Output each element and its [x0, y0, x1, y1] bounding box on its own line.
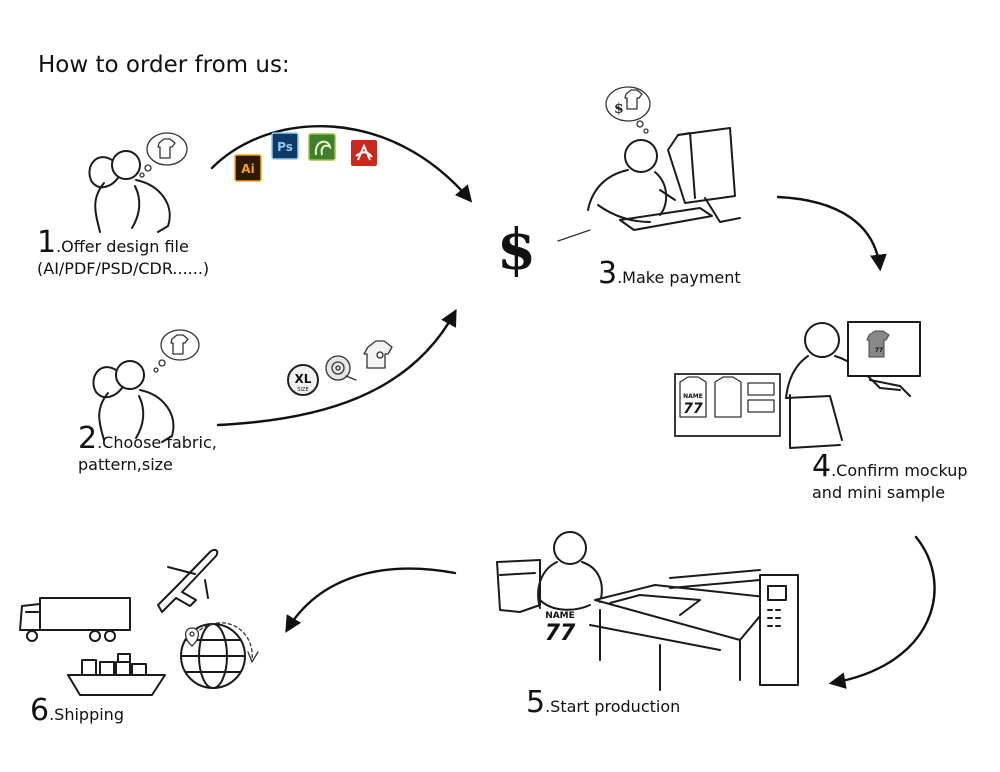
step-1-label: 1.Offer design file (AI/PDF/PSD/CDR.....…	[37, 228, 209, 279]
arrow-step4-to-step5	[828, 535, 936, 689]
step-6-title: .Shipping	[49, 705, 124, 724]
sewing-machine	[496, 559, 541, 613]
svg-text:XL: XL	[295, 372, 312, 386]
psd-file-icon: Ps	[271, 132, 299, 160]
pdf-file-icon	[351, 140, 377, 166]
step-5-number: 5	[526, 685, 546, 720]
airplane-icon	[157, 548, 219, 613]
step-4-number: 4	[812, 449, 832, 484]
step-4-label: 4.Confirm mockup and mini sample	[812, 452, 968, 503]
step-6-label: 6.Shipping	[30, 696, 124, 726]
cdr-file-icon	[308, 133, 336, 161]
page-title: How to order from us:	[38, 52, 290, 78]
connector-dollar-to-desk	[557, 229, 591, 242]
step-2-number: 2	[78, 421, 98, 456]
step-5-title: .Start production	[545, 697, 681, 716]
step-1-number: 1	[37, 225, 57, 260]
person-at-computer	[587, 139, 676, 223]
dollar-sign-icon: $	[497, 217, 536, 283]
thought-bubble-shirt-icon	[139, 132, 188, 178]
mockup-sheet: NAME 77	[674, 373, 781, 437]
arrow-step5-to-step6	[285, 567, 457, 633]
ai-file-icon: Ai	[234, 154, 262, 182]
step-1-subtitle: (AI/PDF/PSD/CDR......)	[37, 259, 210, 278]
thought-bubble-shirt-icon-2	[153, 329, 200, 373]
truck-icon	[19, 597, 131, 642]
computer-monitor	[619, 127, 741, 231]
step-3-number: 3	[598, 256, 618, 291]
jersey-in-production: NAME 77	[545, 611, 576, 646]
shirt-on-screen-icon: 77	[866, 330, 890, 358]
step-6-number: 6	[30, 693, 50, 728]
svg-text:77: 77	[875, 347, 883, 354]
location-pin-icon	[184, 622, 259, 663]
svg-text:NAME: NAME	[545, 611, 575, 621]
heat-press-machine	[589, 569, 799, 691]
step-3-label: 3.Make payment	[598, 259, 741, 289]
arrow-step3-to-step4	[776, 195, 887, 272]
step-2-label: 2.Choose fabric, pattern,size	[78, 424, 217, 475]
size-xl-icon: XL SIZE	[287, 364, 319, 396]
arrow-step2-to-step3	[216, 309, 457, 427]
step-1-title: .Offer design file	[56, 237, 189, 256]
step-5-label: 5.Start production	[526, 688, 680, 718]
svg-text:Ai: Ai	[241, 162, 254, 176]
person-at-computer-2	[785, 322, 901, 449]
svg-text:NAME: NAME	[683, 393, 703, 400]
svg-text:Ps: Ps	[277, 140, 293, 154]
fabric-roll-icon	[325, 355, 357, 381]
arrow-step1-to-step3	[210, 125, 473, 203]
step-4-title: .Confirm mockup	[831, 461, 968, 480]
cargo-ship-icon	[67, 653, 166, 696]
svg-text:77: 77	[545, 621, 576, 646]
step-3-title: .Make payment	[617, 268, 741, 287]
thinking-person-2	[92, 360, 175, 443]
step-2-title: .Choose fabric,	[97, 433, 217, 452]
sewing-worker	[537, 531, 603, 611]
thinking-person-1	[88, 150, 171, 233]
svg-text:SIZE: SIZE	[297, 387, 308, 393]
step-4-subtitle: and mini sample	[812, 483, 946, 502]
step-2-subtitle: pattern,size	[78, 455, 173, 474]
svg-text:$: $	[614, 101, 624, 117]
svg-text:77: 77	[683, 401, 703, 417]
thought-bubble-money-shirt-icon: $	[605, 86, 651, 134]
shirt-icon	[363, 340, 393, 369]
